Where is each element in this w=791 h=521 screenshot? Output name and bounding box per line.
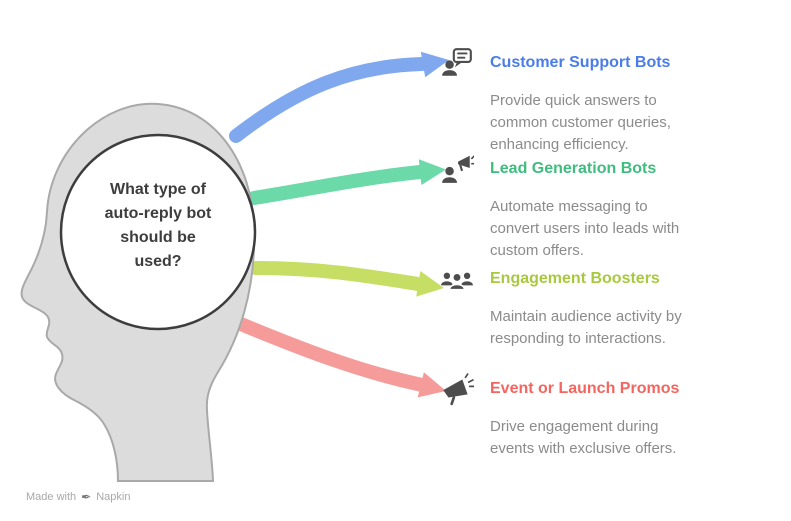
arrow-customer-support: [229, 51, 449, 143]
napkin-watermark[interactable]: Made with ✒ Napkin: [26, 491, 130, 503]
napkin-brand-label: Napkin: [96, 491, 131, 503]
item-description: Provide quick answers to common customer…: [490, 92, 671, 153]
item-lead-generation-bots: Lead Generation Bots Automate messaging …: [440, 152, 770, 262]
item-title: Engagement Boosters: [490, 270, 660, 287]
person-megaphone-icon: [442, 155, 474, 183]
item-title: Lead Generation Bots: [490, 160, 657, 177]
item-description: Automate messaging to convert users into…: [490, 198, 680, 259]
made-with-label: Made with: [26, 491, 77, 503]
item-customer-support-bots: Customer Support Bots Provide quick answ…: [440, 46, 770, 156]
item-engagement-boosters: Engagement Boosters Maintain audience ac…: [440, 262, 770, 350]
arrow-lead-generation: [247, 159, 446, 205]
question-text: What type of auto-reply bot should be us…: [104, 181, 212, 270]
arrow-event-promos: [229, 315, 446, 398]
item-title: Event or Launch Promos: [490, 380, 680, 397]
people-group-icon: [441, 272, 473, 291]
item-description: Drive engagement during events with excl…: [490, 418, 677, 457]
megaphone-icon: [443, 373, 474, 406]
item-title: Customer Support Bots: [490, 54, 671, 71]
arrow-engagement-boosters: [249, 261, 444, 297]
item-event-launch-promos: Event or Launch Promos Drive engagement …: [440, 372, 770, 460]
item-description: Maintain audience activity by responding…: [490, 308, 682, 347]
thought-circle: [59, 133, 257, 331]
person-chat-icon: [442, 48, 472, 76]
napkin-pen-icon: ✒: [81, 490, 92, 504]
